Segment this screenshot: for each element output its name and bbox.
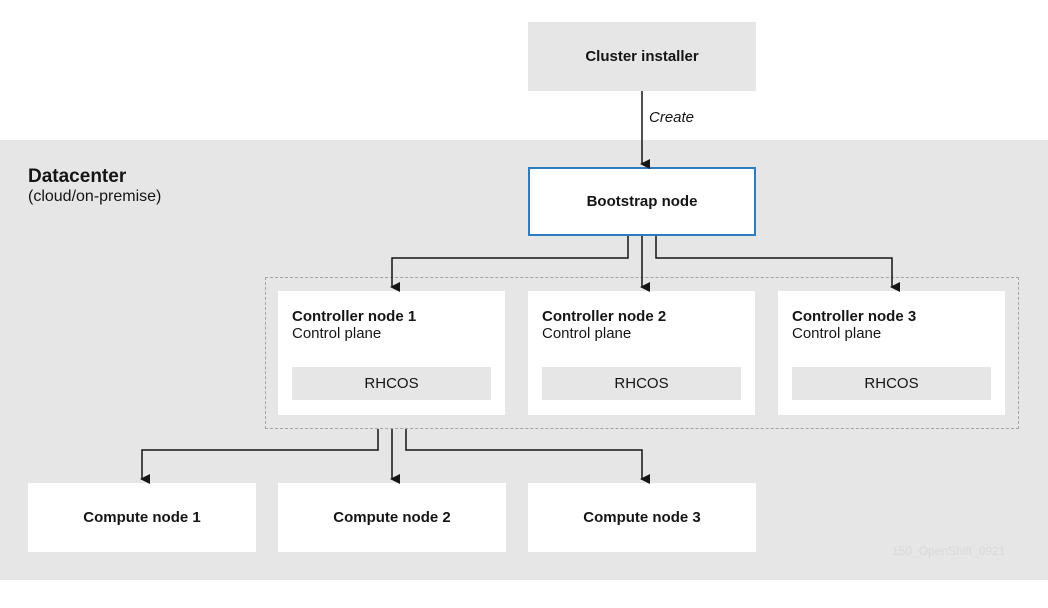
controller-node-2: Controller node 2 Control plane RHCOS: [528, 291, 755, 415]
controller-node-title: Controller node 2: [542, 308, 667, 325]
compute-node-2: Compute node 2: [278, 483, 506, 552]
cluster-installer-label: Cluster installer: [585, 48, 699, 65]
compute-node-label: Compute node 2: [333, 509, 451, 526]
arrow-bootstrap-to-controller-3: [655, 236, 900, 292]
arrow-controllers-to-compute-1: [140, 429, 379, 484]
arrow-controllers-to-compute-3: [405, 429, 650, 484]
compute-node-label: Compute node 1: [83, 509, 201, 526]
figure-id-watermark: 150_OpenShift_0921: [892, 544, 1006, 558]
controller-node-3: Controller node 3 Control plane RHCOS: [778, 291, 1005, 415]
bootstrap-node-box: Bootstrap node: [528, 167, 756, 236]
arrow-bootstrap-to-controller-1: [390, 236, 629, 292]
controller-node-subtitle: Control plane: [292, 325, 382, 342]
rhcos-box: RHCOS: [292, 367, 491, 400]
controller-node-subtitle: Control plane: [792, 325, 882, 342]
create-arrow-label: Create: [649, 109, 695, 126]
compute-node-label: Compute node 3: [583, 509, 701, 526]
controller-node-title: Controller node 3: [792, 308, 917, 325]
datacenter-title: Datacenter: [28, 166, 127, 187]
compute-node-1: Compute node 1: [28, 483, 256, 552]
datacenter-subtitle: (cloud/on-premise): [28, 188, 162, 205]
bootstrap-node-label: Bootstrap node: [586, 193, 698, 210]
compute-node-3: Compute node 3: [528, 483, 756, 552]
cluster-installer-box: Cluster installer: [528, 22, 756, 91]
controller-node-title: Controller node 1: [292, 308, 417, 325]
controller-node-1: Controller node 1 Control plane RHCOS: [278, 291, 505, 415]
rhcos-box: RHCOS: [792, 367, 991, 400]
rhcos-box: RHCOS: [542, 367, 741, 400]
controller-node-subtitle: Control plane: [542, 325, 632, 342]
